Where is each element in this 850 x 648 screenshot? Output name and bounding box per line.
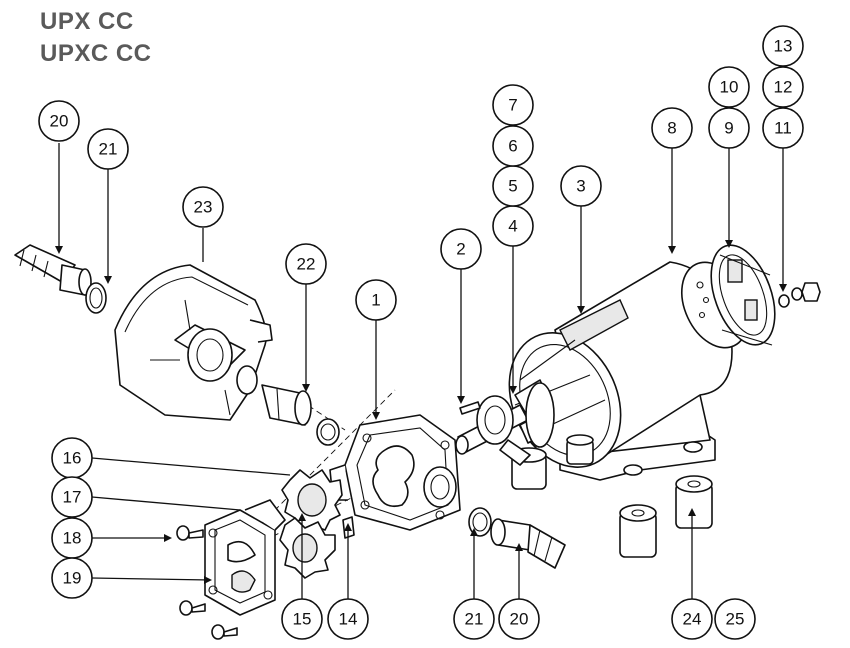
svg-text:16: 16 [63, 449, 82, 468]
svg-text:6: 6 [508, 137, 517, 156]
hose-barb-icon [14, 244, 566, 569]
callout-25: 25 [714, 598, 756, 640]
impeller-rotor [455, 379, 555, 466]
screw-icon [176, 525, 238, 640]
callout-18: 18 [51, 517, 93, 559]
drive-pin [459, 401, 481, 415]
svg-text:9: 9 [724, 119, 733, 138]
svg-text:15: 15 [293, 610, 312, 629]
o-ring-icon [85, 282, 492, 537]
svg-text:7: 7 [508, 96, 517, 115]
callout-24: 24 [671, 598, 713, 640]
svg-text:21: 21 [99, 140, 118, 159]
callout-6: 6 [492, 125, 534, 167]
callout-9: 9 [708, 107, 750, 149]
leader-lines [58, 143, 784, 599]
model-title-upxc-cc: UPXC CC [40, 40, 152, 67]
callout-7: 7 [492, 84, 534, 126]
callout-21-bottom: 21 [453, 598, 495, 640]
svg-text:19: 19 [63, 569, 82, 588]
svg-text:18: 18 [63, 529, 82, 548]
svg-text:1: 1 [371, 291, 380, 310]
svg-text:20: 20 [510, 610, 529, 629]
svg-text:24: 24 [683, 610, 702, 629]
callout-22: 22 [285, 243, 327, 285]
svg-text:23: 23 [194, 198, 213, 217]
callout-11: 11 [762, 107, 804, 149]
callout-23: 23 [182, 186, 224, 228]
callout-16: 16 [51, 437, 93, 479]
leader-arrowheads [55, 240, 787, 584]
callout-20-top: 20 [38, 100, 80, 142]
svg-text:12: 12 [774, 78, 793, 97]
gear-icon [279, 469, 343, 579]
pump-body [329, 414, 461, 531]
rubber-mount-icon [619, 475, 713, 558]
callout-15: 15 [281, 598, 323, 640]
svg-text:21: 21 [465, 610, 484, 629]
svg-text:8: 8 [667, 119, 676, 138]
svg-text:10: 10 [720, 78, 739, 97]
svg-text:13: 13 [774, 37, 793, 56]
svg-text:17: 17 [63, 488, 82, 507]
svg-text:3: 3 [576, 177, 585, 196]
svg-text:2: 2 [456, 240, 465, 259]
callout-1: 1 [355, 279, 397, 321]
callout-4: 4 [492, 205, 534, 247]
svg-text:14: 14 [339, 610, 358, 629]
callout-19: 19 [51, 557, 93, 599]
callout-21-top: 21 [87, 128, 129, 170]
svg-text:11: 11 [774, 119, 792, 138]
svg-text:5: 5 [508, 177, 517, 196]
callout-3: 3 [560, 165, 602, 207]
callout-5: 5 [492, 165, 534, 207]
callout-20-bottom: 20 [498, 598, 540, 640]
model-title-upx-cc: UPX CC [40, 8, 134, 35]
callout-8: 8 [651, 107, 693, 149]
pump-end-cover [114, 264, 273, 421]
callout-17: 17 [51, 476, 93, 518]
callout-13: 13 [762, 25, 804, 67]
callout-14: 14 [327, 598, 369, 640]
callout-10: 10 [708, 66, 750, 108]
svg-text:20: 20 [50, 112, 69, 131]
svg-text:22: 22 [297, 255, 316, 274]
gear-cover-plate [204, 499, 286, 616]
svg-text:25: 25 [726, 610, 745, 629]
svg-text:4: 4 [508, 217, 517, 236]
callout-12: 12 [762, 66, 804, 108]
brush-plate-assembly [710, 244, 776, 346]
callout-2: 2 [440, 228, 482, 270]
washer-nut-stack [778, 282, 821, 308]
